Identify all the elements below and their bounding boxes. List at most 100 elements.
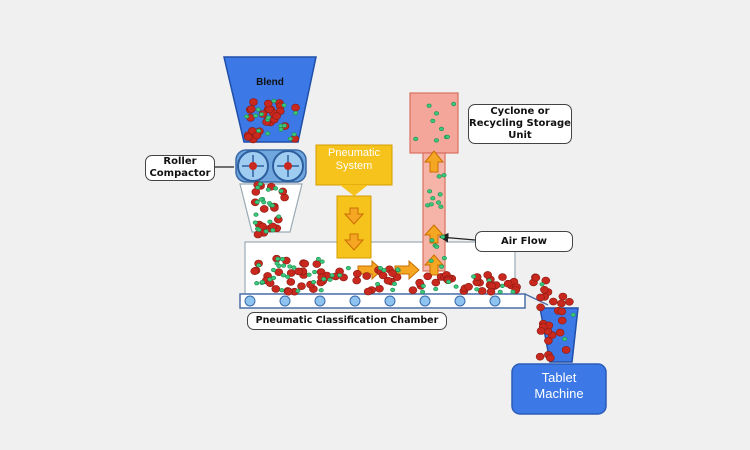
granule (545, 354, 555, 362)
fine-particle (428, 202, 434, 207)
granule (557, 307, 567, 316)
up-arrow-2 (423, 224, 445, 244)
fine-particle (256, 128, 262, 133)
fine-particle (413, 136, 419, 141)
fine-particle (275, 256, 281, 262)
granule (362, 272, 372, 280)
fine-particle (329, 273, 335, 278)
roller-compactor (235, 149, 307, 183)
fine-particle (539, 282, 545, 287)
tablet-machine-label: Tablet Machine (534, 370, 584, 401)
conveyor-roller (454, 295, 466, 307)
air-flow-callout: Air Flow (475, 231, 573, 252)
fine-particle (433, 286, 439, 292)
fine-particle (312, 269, 318, 275)
granule (555, 328, 565, 337)
granule (536, 293, 545, 302)
granule (561, 346, 571, 354)
fine-particle (255, 107, 261, 112)
granule (557, 316, 567, 325)
granule (294, 267, 304, 276)
fine-particle (281, 263, 287, 268)
blend-hopper (223, 56, 317, 143)
granule (540, 285, 549, 294)
fine-particle (435, 200, 441, 205)
fine-particle (510, 289, 516, 294)
fine-particle (345, 266, 351, 271)
fine-particle (291, 265, 297, 270)
fine-particle (429, 238, 435, 243)
fine-particle (438, 126, 444, 131)
pneumatic-system-label: Pneumatic System (328, 147, 380, 172)
fine-particle (390, 287, 396, 293)
granule (531, 273, 541, 282)
fine-particle (253, 113, 259, 118)
particles (243, 98, 576, 362)
conveyor-roller (279, 295, 291, 307)
fine-particle (377, 266, 383, 271)
fine-particle (440, 234, 446, 239)
granule (536, 327, 546, 335)
fine-particle (274, 261, 280, 266)
fine-particle (395, 267, 401, 272)
granule (259, 205, 269, 213)
granule (252, 131, 262, 140)
granule (535, 352, 545, 361)
granule (274, 268, 284, 277)
fine-particle (337, 273, 343, 278)
granule (286, 278, 296, 286)
conveyor-roller (244, 295, 256, 307)
blend-label: Blend (256, 77, 284, 88)
granule (378, 271, 388, 280)
fine-particle (271, 275, 277, 281)
granule (498, 273, 507, 281)
fine-particle (285, 274, 291, 279)
conveyor-rollers (244, 295, 501, 307)
fine-particle (279, 257, 285, 262)
fine-particle (471, 274, 477, 279)
granule (383, 276, 393, 285)
fine-particle (244, 114, 250, 119)
granule (253, 230, 263, 239)
granule (249, 98, 258, 106)
fine-particle (253, 212, 259, 217)
fine-particle (474, 287, 480, 292)
pneumatic-system-box (315, 144, 393, 186)
fine-particle (265, 115, 271, 120)
granule (536, 303, 545, 312)
fine-particle (453, 284, 459, 289)
granule (423, 272, 433, 281)
fine-particle (278, 188, 284, 194)
granule (312, 260, 322, 268)
tablet-machine (511, 363, 607, 415)
fine-particle (287, 264, 293, 269)
fine-particle (311, 280, 317, 285)
fine-particle (321, 277, 327, 282)
fine-particle (428, 258, 434, 263)
fine-particle (271, 98, 277, 104)
fine-particle (430, 118, 436, 123)
fine-particle (441, 256, 447, 261)
fine-particle (306, 272, 312, 277)
granule (352, 269, 362, 278)
granule (244, 133, 253, 141)
granule (352, 276, 362, 285)
fine-particle (254, 281, 260, 286)
fine-particle (259, 280, 265, 285)
fine-particle (258, 112, 264, 117)
fine-particle (287, 136, 293, 141)
conveyor-roller (349, 295, 361, 307)
granule (291, 103, 300, 112)
fine-particle (381, 268, 387, 273)
up-arrow-3 (423, 150, 445, 173)
conveyor-roller (384, 295, 396, 307)
fine-particle (269, 203, 275, 208)
granule (363, 287, 373, 296)
granule (483, 271, 493, 279)
cyclone-callout: Cyclone or Recycling Storage Unit (468, 104, 572, 144)
granule (541, 276, 551, 285)
fine-particle (258, 197, 264, 202)
fine-particle (497, 289, 503, 295)
